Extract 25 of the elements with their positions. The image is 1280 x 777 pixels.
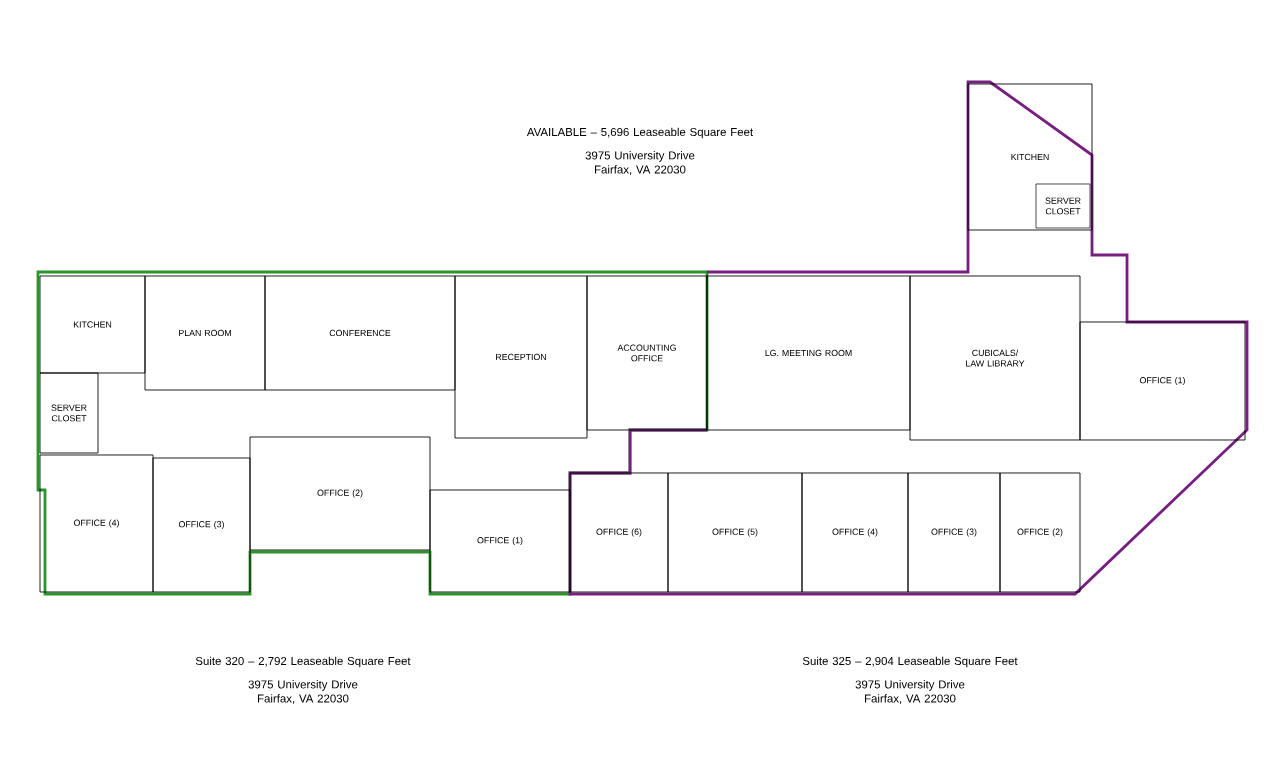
room: KITCHEN [39,275,146,374]
room: RECEPTION [454,275,588,439]
room: LG. MEETING ROOM [706,275,911,431]
address: 3975 University Drive Fairfax, VA 22030 [585,151,695,175]
room: OFFICE (6) [569,472,669,593]
address: 3975 University Drive Fairfax, VA 22030 [248,680,358,704]
room: ACCOUNTING OFFICE [586,275,708,431]
room: OFFICE (1) [429,489,571,593]
heading: Suite 325 – 2,904 Leaseable Square Feet [802,656,1018,668]
room: OFFICE (2) [249,436,431,551]
room: OFFICE (1) [1079,321,1246,441]
room: CONFERENCE [264,275,456,391]
room: OFFICE (4) [39,454,154,593]
room: OFFICE (3) [907,472,1001,593]
room: SERVER CLOSET [39,372,99,454]
room: CUBICALS/ LAW LIBRARY [909,275,1081,441]
room: OFFICE (2) [999,472,1081,593]
address: 3975 University Drive Fairfax, VA 22030 [855,680,965,704]
heading: AVAILABLE – 5,696 Leaseable Square Feet [526,127,753,139]
heading: Suite 320 – 2,792 Leaseable Square Feet [195,656,411,668]
room: SERVER CLOSET [1035,183,1091,229]
room: OFFICE (4) [801,472,909,593]
room: PLAN ROOM [144,275,266,391]
room: OFFICE (5) [667,472,803,593]
room: OFFICE (3) [152,457,251,593]
